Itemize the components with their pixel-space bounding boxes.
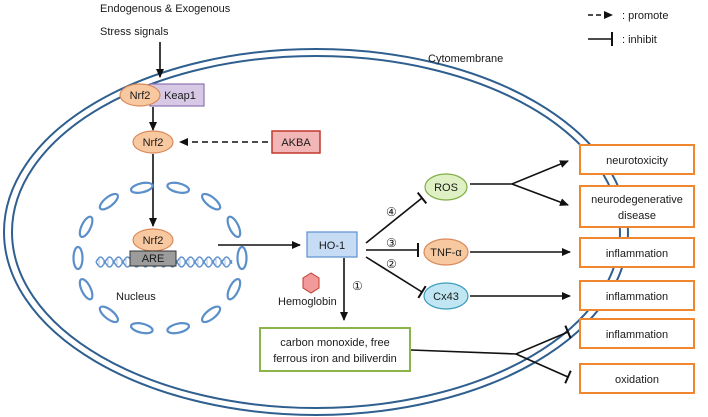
nucleus-envelope-segment (129, 181, 154, 194)
stress-header-line1: Endogenous & Exogenous (100, 3, 231, 15)
hemoglobin-icon (302, 272, 320, 294)
outcome-inflammation-tnf: inflammation (606, 248, 668, 260)
cx43-node (423, 282, 469, 310)
outcome-inflammation-cx43-box (579, 280, 695, 311)
nucleus-envelope-segment (236, 245, 248, 271)
outcome-neurodegenerative-box (579, 185, 695, 228)
outcome-neurodegenerative-line1: neurodegenerative (591, 194, 683, 206)
keap1-label: Keap1 (164, 90, 196, 102)
outcome-neurotoxicity-box (579, 144, 695, 175)
nucleus-envelope-segment (166, 181, 191, 194)
outcome-inflammation-co: inflammation (606, 329, 668, 341)
cytomembrane-label: Cytomembrane (428, 53, 503, 65)
are-label: ARE (142, 253, 165, 265)
akba-label: AKBA (281, 137, 311, 149)
ros-node (424, 173, 468, 201)
nucleus-envelope-segment (200, 192, 222, 211)
ros-to-neurotoxicity-arrow (470, 160, 569, 185)
nucleus-label: Nucleus (116, 291, 156, 303)
pathway-marker-2: ② (386, 257, 397, 271)
products-line1: carbon monoxide, free (280, 337, 389, 349)
nucleus-envelope-segment (226, 215, 242, 239)
legend-promote-label: : promote (622, 10, 668, 22)
nucleus-envelope-segment (98, 192, 120, 211)
products-line2: ferrous iron and biliverdin (273, 353, 397, 365)
tnf-node (423, 238, 469, 266)
nrf2-free-node (132, 130, 174, 154)
nucleus-envelope-segment (226, 277, 242, 301)
ros-label: ROS (434, 182, 458, 194)
products-inhibit-inflammation (410, 325, 572, 355)
products-inhibit-oxidation (515, 353, 572, 384)
nrf2-free-label: Nrf2 (143, 137, 164, 149)
nucleus (72, 181, 248, 335)
ho1-inhibit-cx43 (365, 256, 427, 299)
outcome-oxidation-box (579, 363, 695, 394)
nucleus-envelope-segment (78, 215, 94, 239)
legend-inhibit-label: : inhibit (622, 34, 657, 46)
outcome-neurodegenerative-line2: disease (618, 210, 656, 222)
nucleus-envelope-segment (98, 305, 120, 324)
nucleus-envelope-segment (78, 277, 94, 301)
legend: : promote : inhibit (588, 10, 668, 46)
ros-to-neurodegeneration-arrow (511, 183, 569, 206)
tnf-label: TNF-α (430, 247, 462, 259)
akba-node (271, 130, 321, 154)
hemoglobin-label: Hemoglobin (278, 296, 337, 308)
nucleus-envelope-segment (129, 322, 154, 335)
products-box (259, 327, 411, 372)
nrf2-complex-node (119, 83, 161, 107)
nucleus-envelope-segment (200, 305, 222, 324)
outcome-oxidation: oxidation (615, 374, 659, 386)
cytomembrane (3, 48, 629, 416)
outcome-neurotoxicity: neurotoxicity (606, 155, 668, 167)
ho1-inhibit-ros (365, 191, 428, 244)
pathway-marker-1: ① (352, 279, 363, 293)
nucleus-envelope-segment (72, 245, 84, 271)
nrf2-nuclear-label: Nrf2 (143, 235, 164, 247)
stress-header-line2: Stress signals (100, 26, 169, 38)
ho1-node (306, 231, 358, 258)
outcome-inflammation-cx43: inflammation (606, 291, 668, 303)
ho1-label: HO-1 (319, 240, 345, 252)
dna-strand (95, 256, 233, 268)
are-node (129, 250, 177, 267)
cx43-label: Cx43 (433, 291, 459, 303)
outcome-inflammation-tnf-box (579, 237, 695, 268)
pathway-marker-4: ④ (386, 205, 397, 219)
outcome-inflammation-co-box (579, 318, 695, 349)
nrf2-complex-label: Nrf2 (130, 90, 151, 102)
nucleus-envelope-segment (166, 322, 191, 335)
pathway-marker-3: ③ (386, 236, 397, 250)
